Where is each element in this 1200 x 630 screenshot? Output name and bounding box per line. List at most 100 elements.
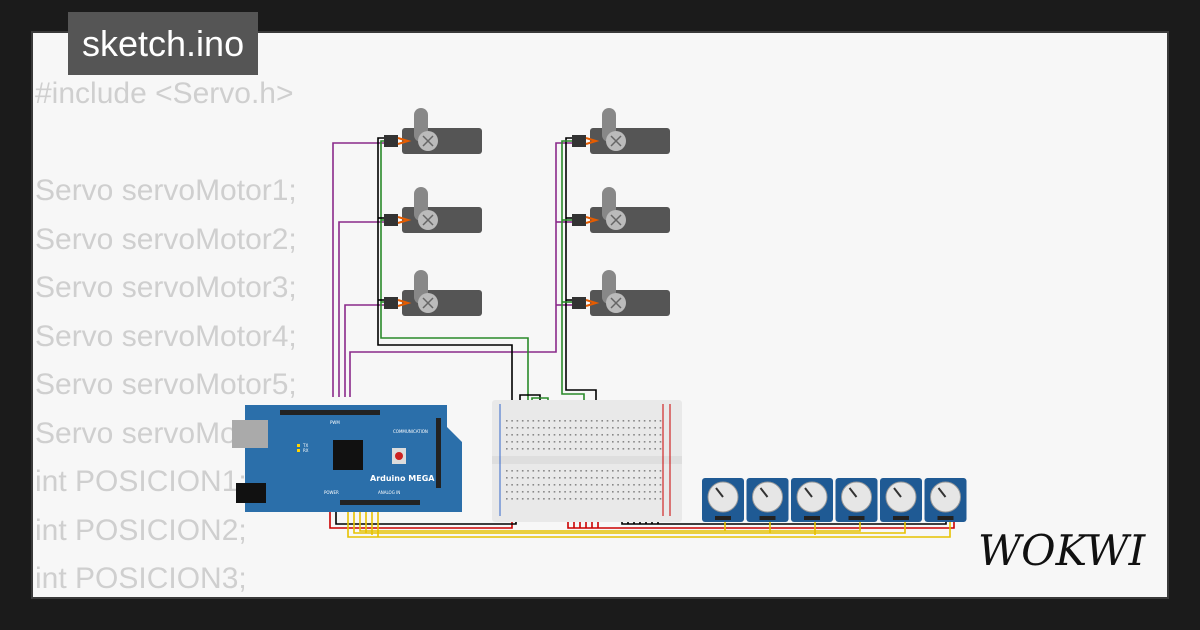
servo-6[interactable] [572, 270, 670, 316]
breadboard-hole [559, 477, 561, 479]
pin-header [340, 500, 420, 505]
servo-1[interactable] [384, 108, 482, 154]
arduino-mega-board[interactable]: Arduino MEGA COMMUNICATION PWM POWER ANA… [232, 405, 462, 512]
breadboard-hole [548, 498, 550, 500]
breadboard-hole [633, 448, 635, 450]
breadboard-hole [596, 484, 598, 486]
potentiometer[interactable] [702, 478, 744, 522]
breadboard-hole [638, 484, 641, 486]
breadboard-hole [548, 491, 550, 493]
usb-port [232, 420, 268, 448]
breadboard-hole [553, 477, 556, 479]
breadboard-hole [627, 477, 630, 479]
breadboard-hole [590, 470, 593, 472]
breadboard-hole [654, 498, 656, 500]
breadboard-hole [553, 420, 556, 422]
breadboard-hole [569, 498, 572, 500]
breadboard-hole [654, 441, 656, 443]
breadboard-hole [580, 434, 582, 436]
breadboard-hole [601, 491, 603, 493]
file-tab[interactable]: sketch.ino [68, 12, 259, 75]
potentiometer[interactable] [924, 478, 967, 522]
potentiometer[interactable] [880, 478, 922, 522]
breadboard-hole [633, 434, 635, 436]
breadboard-hole [553, 427, 556, 429]
breadboard-hole [516, 441, 519, 443]
breadboard-hole [601, 434, 603, 436]
breadboard-hole [590, 434, 593, 436]
breadboard-hole [585, 484, 588, 486]
breadboard-hole [649, 491, 651, 493]
breadboard-hole [506, 420, 508, 422]
breadboard-hole [643, 427, 646, 429]
breadboard-hole [564, 420, 566, 422]
breadboard-hole [622, 434, 625, 436]
breadboard-hole [601, 498, 603, 500]
breadboard-hole [601, 420, 603, 422]
breadboard-hole [633, 420, 635, 422]
breadboard-hole [527, 441, 529, 443]
breadboard-hole [633, 484, 635, 486]
servo-3[interactable] [384, 270, 482, 316]
breadboard[interactable] [492, 400, 682, 522]
breadboard-hole [548, 427, 550, 429]
servo-2[interactable] [384, 187, 482, 233]
breadboard-hole [612, 477, 614, 479]
breadboard-hole [638, 434, 641, 436]
breadboard-hole [627, 498, 630, 500]
breadboard-hole [659, 441, 662, 443]
breadboard-hole [564, 427, 566, 429]
breadboard-hole [617, 420, 619, 422]
potentiometer[interactable] [791, 478, 833, 522]
breadboard-hole [532, 491, 535, 493]
breadboard-hole [543, 498, 545, 500]
breadboard-hole [654, 491, 656, 493]
breadboard-hole [553, 441, 556, 443]
breadboard-hole [564, 448, 566, 450]
breadboard-hole [527, 484, 529, 486]
breadboard-hole [527, 434, 529, 436]
breadboard-hole [564, 484, 566, 486]
breadboard-hole [622, 477, 625, 479]
breadboard-hole [569, 434, 572, 436]
breadboard-hole [564, 491, 566, 493]
servo-5[interactable] [572, 187, 670, 233]
board-comm-label: COMMUNICATION [393, 429, 428, 434]
potentiometer[interactable] [835, 478, 878, 522]
breadboard-hole [553, 484, 556, 486]
board-label: Arduino MEGA [370, 474, 435, 483]
breadboard-hole [537, 434, 540, 436]
breadboard-hole [527, 470, 529, 472]
breadboard-hole [590, 420, 593, 422]
breadboard-hole [654, 470, 656, 472]
breadboard-hole [574, 477, 577, 479]
breadboard-hole [543, 448, 545, 450]
breadboard-hole [649, 498, 651, 500]
breadboard-hole [601, 448, 603, 450]
breadboard-hole [516, 470, 519, 472]
breadboard-hole [612, 420, 614, 422]
breadboard-hole [633, 491, 635, 493]
code-line-3: Servo servoMotor1; [35, 174, 297, 207]
breadboard-hole [659, 470, 662, 472]
breadboard-hole [638, 470, 641, 472]
breadboard-hole [516, 427, 519, 429]
breadboard-hole [532, 427, 535, 429]
breadboard-hole [516, 498, 519, 500]
breadboard-hole [649, 434, 651, 436]
breadboard-hole [590, 448, 593, 450]
potentiometer[interactable] [746, 478, 789, 522]
breadboard-hole [543, 434, 545, 436]
breadboard-hole [649, 427, 651, 429]
code-line-1: #include <Servo.h> [35, 77, 294, 110]
wire-black [377, 137, 513, 408]
breadboard-hole [574, 420, 577, 422]
wire-green [380, 140, 529, 408]
servo-4[interactable] [572, 108, 670, 154]
breadboard-hole [553, 470, 556, 472]
breadboard-hole [643, 470, 646, 472]
code-line-6: Servo servoMotor4; [35, 319, 297, 353]
breadboard-hole [537, 470, 540, 472]
breadboard-hole [649, 441, 651, 443]
breadboard-hole [559, 427, 561, 429]
